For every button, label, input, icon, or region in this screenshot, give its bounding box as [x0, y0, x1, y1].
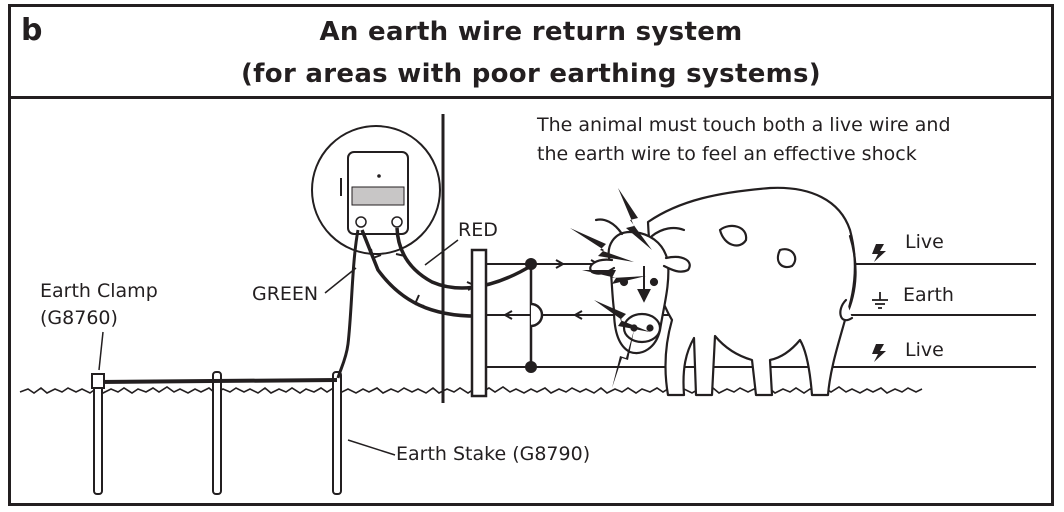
- panel-title-line-2: (for areas with poor earthing systems): [241, 59, 821, 89]
- wire-label-live-bottom: Live: [872, 339, 944, 362]
- earth-clamp: [91, 373, 105, 389]
- svg-text:Earth: Earth: [903, 284, 954, 306]
- earth-clamp-leader: [98, 331, 104, 371]
- live-joint-bottom: [525, 361, 537, 373]
- ground-symbol-icon: [872, 292, 888, 309]
- shock-note-line-2: the earth wire to feel an effective shoc…: [537, 143, 917, 165]
- green-lead-leader: [324, 267, 357, 294]
- earth-stakes: [93, 371, 342, 495]
- panel-title-line-1: An earth wire return system: [319, 17, 743, 47]
- earth-stake-label: Earth Stake (G8790): [396, 443, 590, 465]
- earth-stake-lead-wire: [336, 229, 360, 379]
- red-lead-leader: [424, 239, 459, 266]
- shock-bursts: [570, 188, 652, 388]
- earth-clamp-label: Earth Clamp: [40, 280, 158, 302]
- current-flow-arrows: [504, 259, 599, 320]
- earth-stake-2: [212, 371, 222, 495]
- panel-header: b An earth wire return system (for areas…: [11, 7, 1051, 99]
- lightning-icon: [582, 270, 646, 284]
- green-lead-label: GREEN: [252, 283, 318, 305]
- lightning-icon: [618, 188, 652, 250]
- svg-text:Live: Live: [905, 339, 944, 361]
- earth-stake-leader: [347, 439, 396, 456]
- earth-stake-3: [332, 371, 342, 495]
- energizer-unit: [340, 151, 409, 235]
- lightning-icon: [594, 300, 650, 332]
- svg-text:Live: Live: [905, 231, 944, 253]
- wire-label-earth: Earth: [872, 284, 954, 309]
- lightning-icon: [570, 228, 634, 262]
- live-joint-top: [525, 258, 537, 270]
- red-lead-label: RED: [458, 219, 498, 241]
- live-terminal: [391, 216, 403, 228]
- earth-terminal: [355, 216, 367, 228]
- earth-stake-1: [93, 373, 103, 495]
- wire-label-live-top: Live: [872, 231, 944, 262]
- cow-illustration: [589, 186, 857, 397]
- earth-stake-connector-wire: [97, 378, 338, 384]
- fence-post: [470, 248, 488, 398]
- lightning-icon: [872, 344, 886, 362]
- earth-clamp-part-number: (G8760): [40, 307, 118, 329]
- panel-letter: b: [21, 13, 43, 48]
- lightning-icon: [872, 244, 886, 262]
- joiner-crossover: [530, 302, 544, 328]
- shock-note-line-1: The animal must touch both a live wire a…: [536, 114, 951, 136]
